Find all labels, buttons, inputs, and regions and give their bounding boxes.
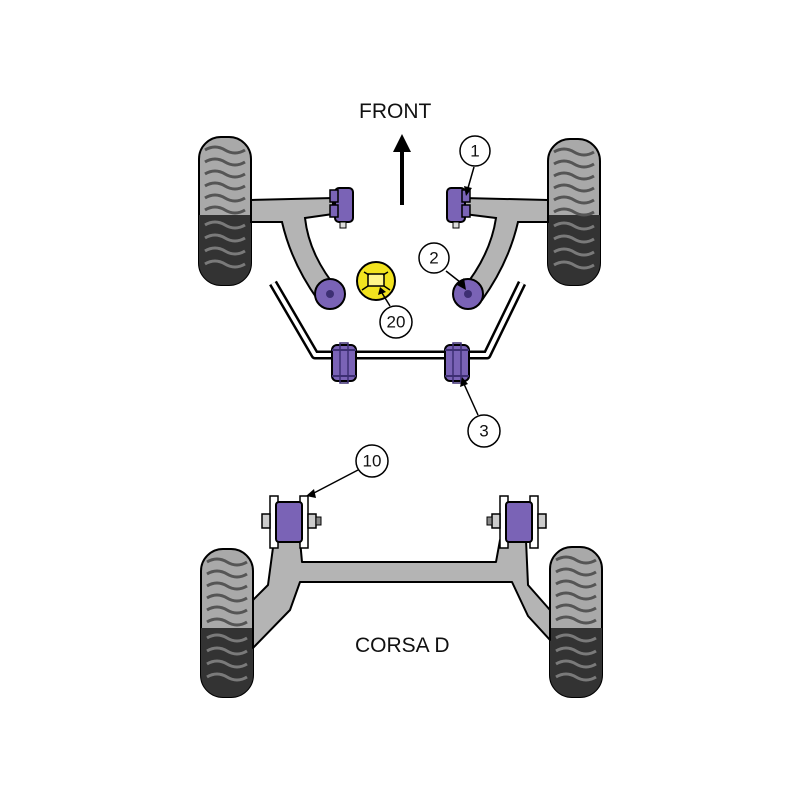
- anti-roll-bar-bush-left: [331, 342, 357, 384]
- front-anti-roll-bar: [269, 280, 527, 360]
- callout-1-text: 1: [470, 142, 479, 161]
- front-arm-rear-bush-right: [452, 278, 484, 310]
- callout-2: 2: [418, 242, 466, 290]
- front-arm-rear-bush-left: [314, 278, 346, 310]
- callout-3: 3: [460, 377, 501, 448]
- front-right-wheel: [547, 138, 601, 286]
- callout-1: 1: [459, 135, 491, 196]
- engine-mount-insert: [356, 261, 396, 301]
- rear-left-wheel: [200, 548, 254, 698]
- rear-beam-bush-right: [486, 495, 547, 549]
- rear-beam-bush-left: [261, 495, 322, 549]
- front-left-wheel: [198, 136, 252, 286]
- arrow-up-icon: [393, 134, 411, 205]
- callout-10: 10: [306, 444, 389, 498]
- model-label: CORSA D: [355, 634, 450, 657]
- callout-20-text: 20: [387, 313, 406, 332]
- anti-roll-bar-bush-right: [444, 342, 470, 384]
- callout-2-text: 2: [429, 249, 438, 268]
- rear-beam-axle: [252, 539, 551, 649]
- callout-3-text: 3: [479, 422, 488, 441]
- callout-20: 20: [378, 287, 413, 339]
- rear-right-wheel: [549, 546, 603, 698]
- front-label: FRONT: [359, 100, 431, 123]
- callout-10-text: 10: [363, 452, 382, 471]
- front-arm-front-bush-left: [329, 187, 354, 229]
